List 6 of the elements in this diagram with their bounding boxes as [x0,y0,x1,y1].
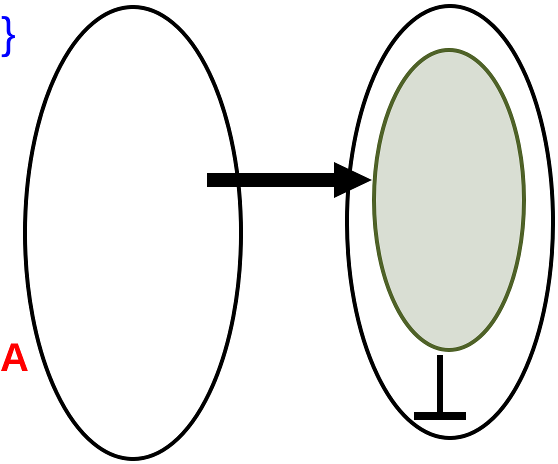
arrow [207,162,372,198]
symbol-label: A [0,338,29,378]
ellipse-shape [345,4,555,440]
inhibition-line [414,355,466,420]
symbol-label: } [1,12,16,56]
ellipse-shape [372,48,526,352]
